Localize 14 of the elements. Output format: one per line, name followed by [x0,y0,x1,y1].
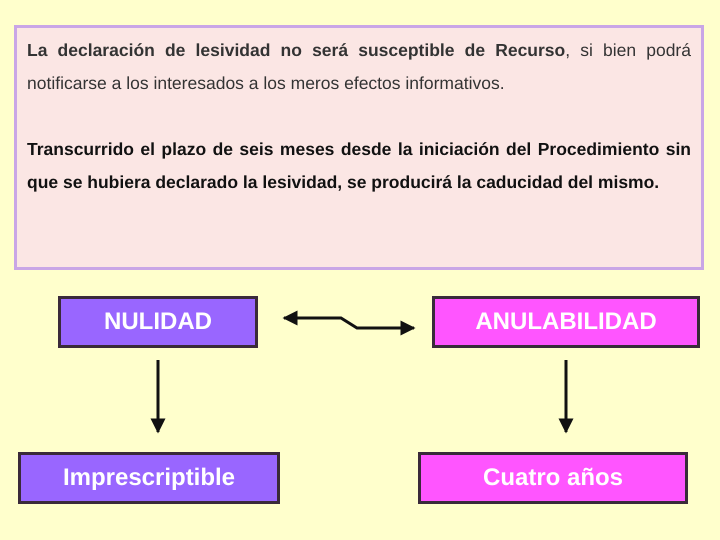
concept-box [432,296,700,348]
paragraph: Transcurrido el plazo de seis meses desde la iniciación del Procedimiento sin que se hubiera declarado la lesividad, se producirá la caducidad del mismo. [27,138,691,194]
arrow [282,310,416,336]
concept-box [18,452,280,504]
concept-box [418,452,688,504]
box-label: Imprescriptible [62,464,236,492]
box-label: NULIDAD [104,308,212,336]
concept-box [58,296,258,348]
paragraph: La declaración de lesividad no será susceptible de Recurso, si bien podrá notificarse a los interesados a los meros efectos informativos. [27,39,691,95]
note-box [14,25,704,270]
arrow [150,360,166,434]
box-label: ANULABILIDAD [475,308,657,336]
box-label: Cuatro años [482,464,623,492]
arrow [558,360,574,434]
